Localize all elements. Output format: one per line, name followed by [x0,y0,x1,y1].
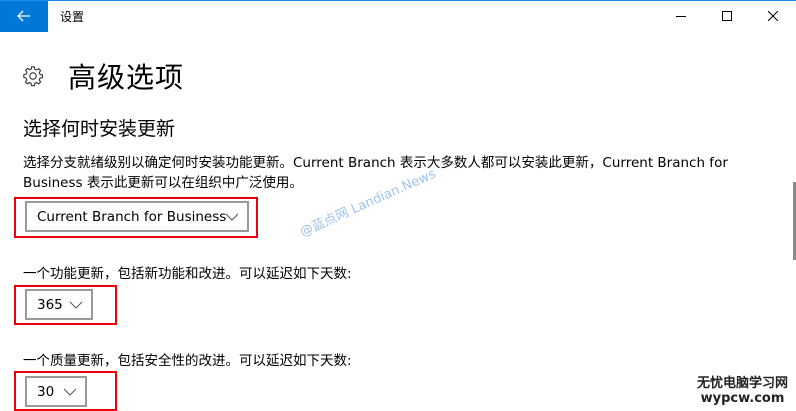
chevron-down-icon [225,213,239,221]
branch-dropdown[interactable]: Current Branch for Business [25,201,249,232]
feature-update-days-value: 365 [37,296,63,313]
highlight-box [14,285,117,325]
maximize-button[interactable] [704,0,750,32]
corner-watermark-line2: wypcw.com [700,391,785,406]
title-bar: 设置 [0,0,796,32]
close-button[interactable] [750,0,796,32]
page-header: 高级选项 [22,56,184,96]
quality-update-days-dropdown[interactable]: 30 [25,376,87,407]
back-button[interactable] [0,0,48,32]
scrollbar-thumb[interactable] [793,182,796,260]
window-title: 设置 [60,10,85,24]
window-border [0,0,796,1]
corner-watermark-line1: 无忧电脑学习网 [696,376,788,391]
chevron-down-icon [69,301,83,309]
minimize-button[interactable] [658,0,704,32]
close-icon [768,11,778,21]
branch-dropdown-value: Current Branch for Business [37,208,227,225]
feature-update-label: 一个功能更新，包括新功能和改进。可以延迟如下天数: [23,266,352,282]
quality-update-days-value: 30 [37,383,55,400]
maximize-icon [722,11,732,21]
back-arrow-icon [17,10,30,22]
feature-update-days-dropdown[interactable]: 365 [25,289,93,320]
section-title: 选择何时安装更新 [23,118,176,140]
page-title: 高级选项 [68,61,185,94]
highlight-box [14,197,258,238]
corner-watermark: 无忧电脑学习网 wypcw.com [697,376,788,406]
chevron-down-icon [63,388,77,396]
minimize-icon [676,16,686,17]
gear-icon [23,66,43,87]
quality-update-label: 一个质量更新，包括安全性的改进。可以延迟如下天数: [23,353,352,369]
section-description: 选择分支就绪级别以确定何时安装功能更新。Current Branch 表示大多数… [23,155,728,191]
